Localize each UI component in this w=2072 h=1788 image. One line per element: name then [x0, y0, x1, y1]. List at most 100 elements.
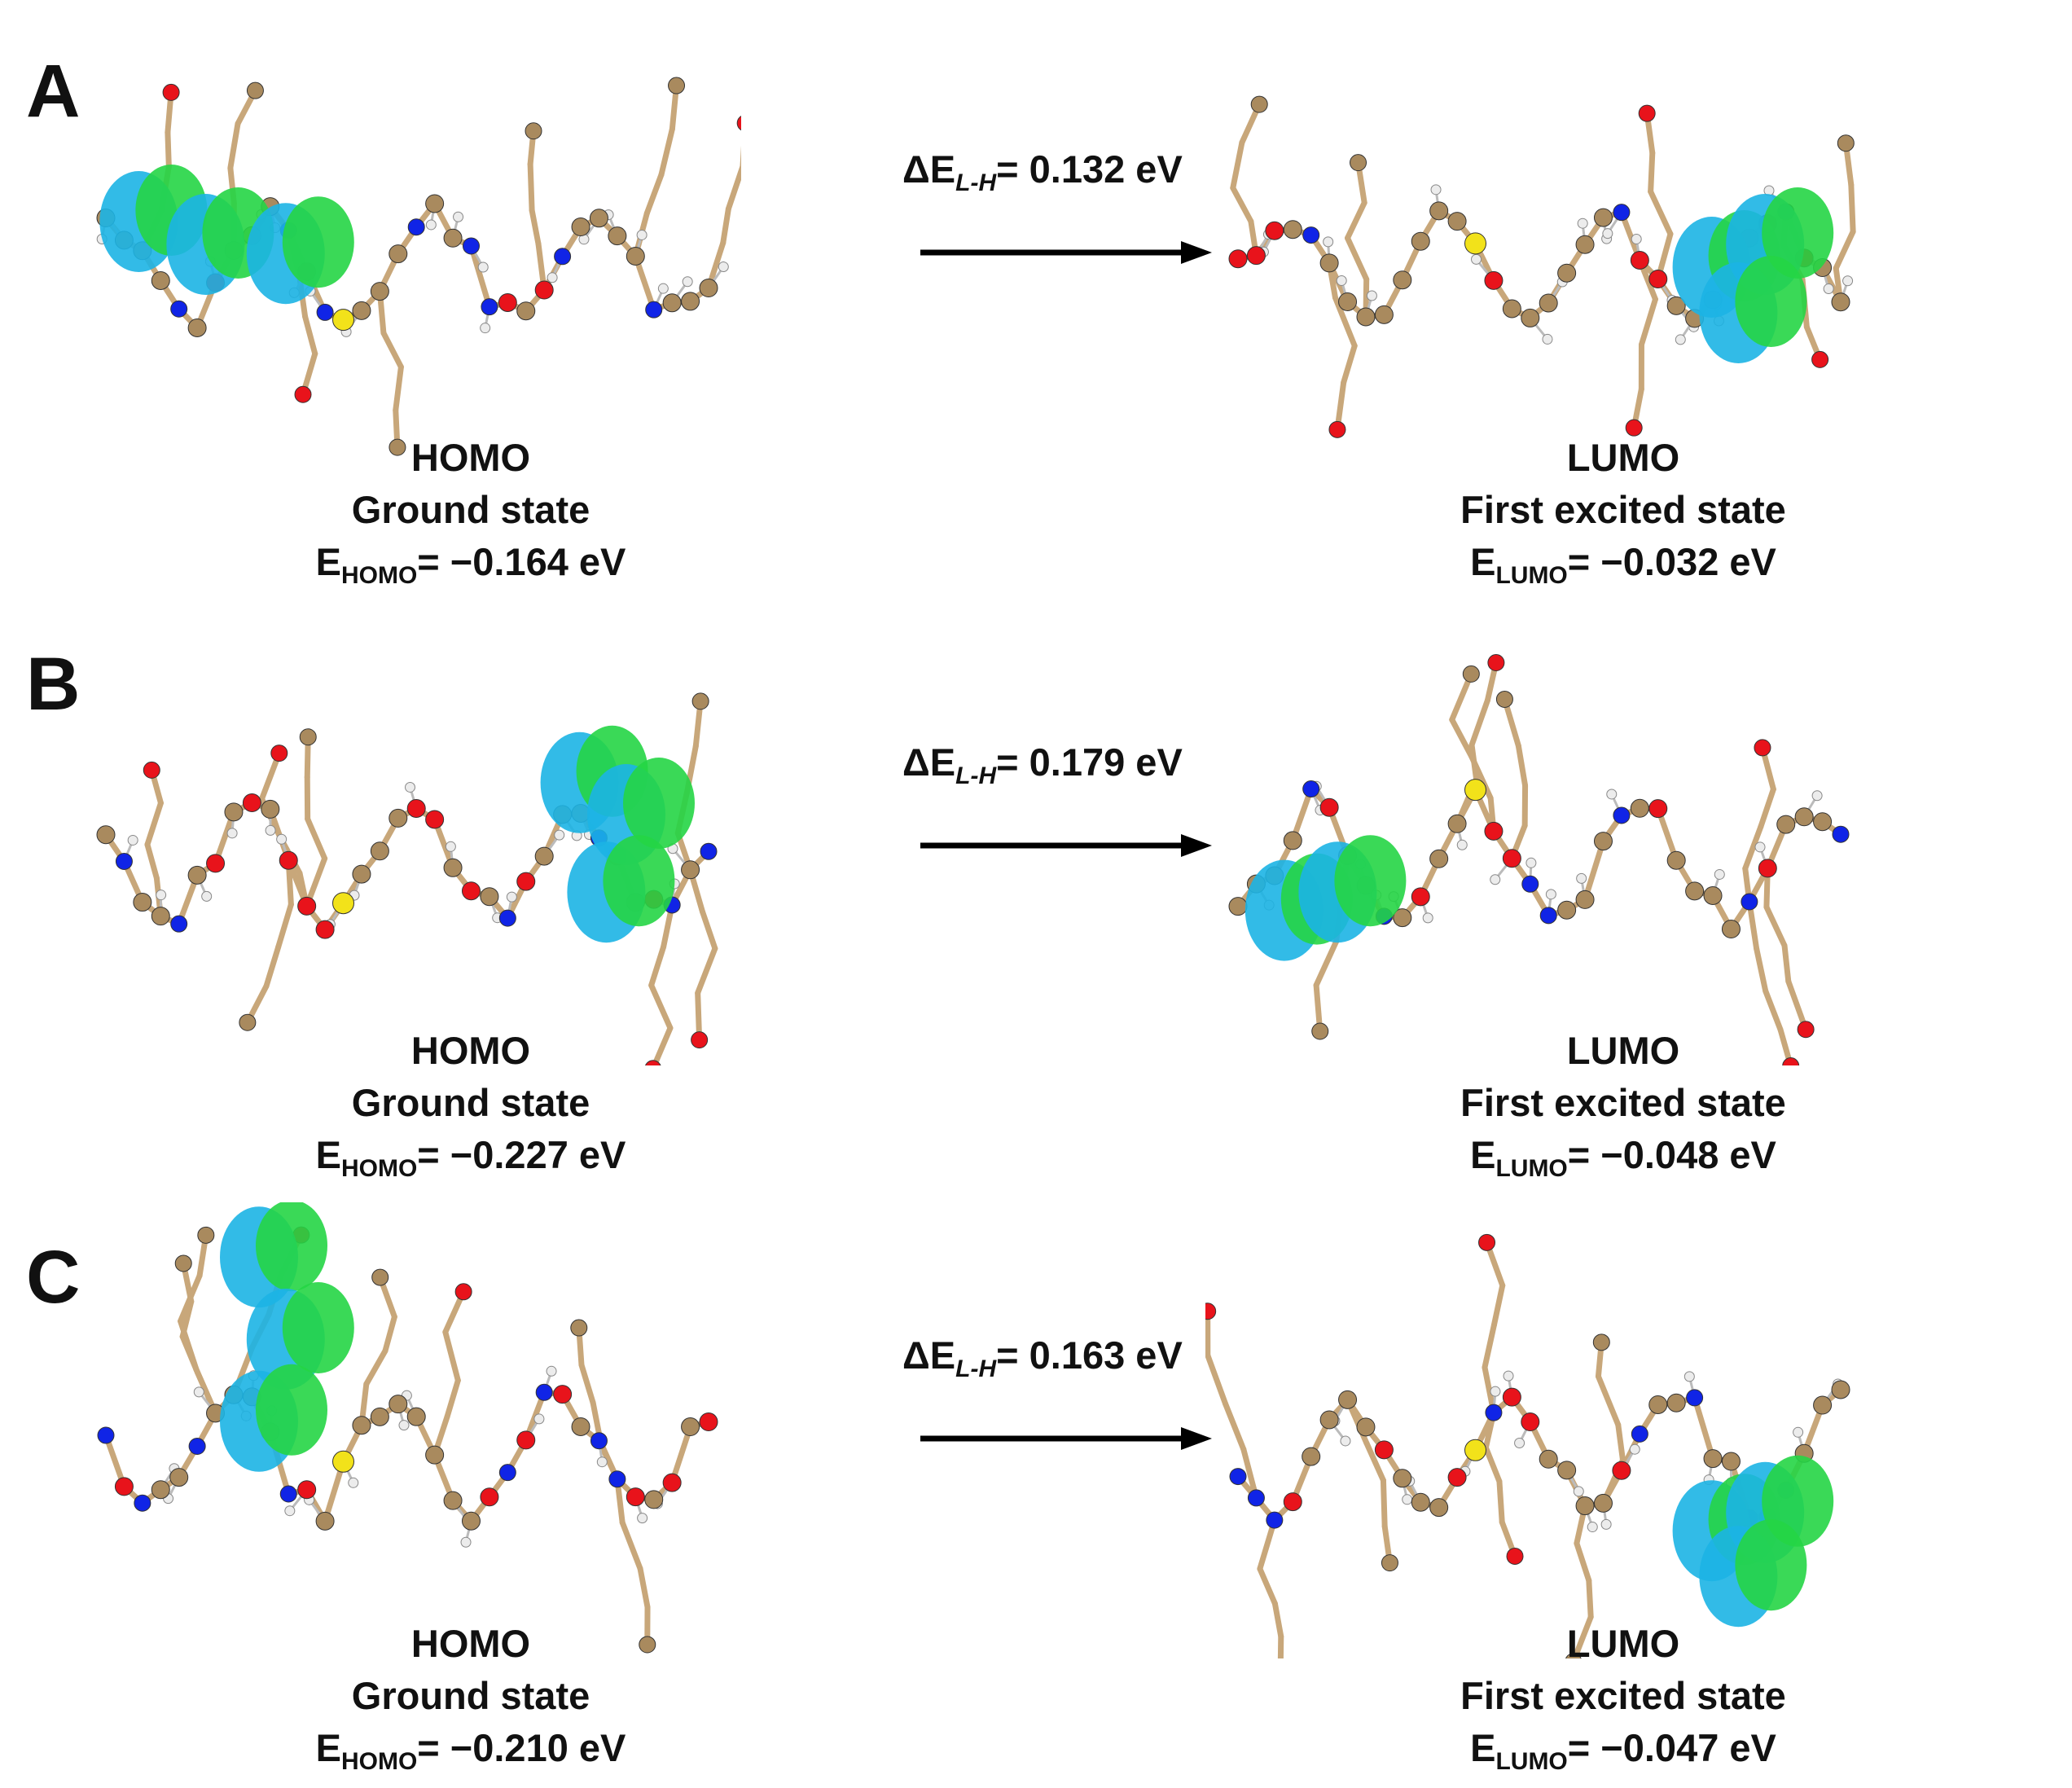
bond: [308, 819, 325, 859]
hydrogen-atom: [128, 835, 138, 845]
oxygen-atom: [663, 1474, 681, 1491]
hydrogen-atom: [1403, 1495, 1412, 1505]
bond: [1485, 1325, 1494, 1368]
carbon-atom: [151, 1481, 169, 1499]
gap-value: = 0.163 eV: [996, 1333, 1183, 1377]
energy-symbol: E: [1470, 1133, 1495, 1176]
gap-subscript: L-H: [955, 762, 996, 789]
oxygen-atom: [298, 897, 316, 915]
energy-label: EHOMO= −0.227 eV: [186, 1129, 756, 1195]
hydrogen-atom: [597, 1457, 607, 1467]
side-chain-atom: [247, 82, 263, 99]
hydrogen-atom: [285, 1506, 295, 1516]
carbon-atom: [572, 1417, 590, 1435]
bond: [1233, 188, 1251, 222]
carbon-atom: [1722, 920, 1740, 938]
state-label: First excited state: [1338, 1670, 1908, 1722]
hydrogen-atom: [1587, 1522, 1597, 1532]
bond: [661, 129, 672, 174]
bond: [230, 124, 238, 168]
carbon-atom: [1357, 308, 1375, 326]
carbon-atom: [371, 842, 388, 860]
hydrogen-atom: [454, 212, 463, 222]
carbon-atom: [1814, 1396, 1832, 1414]
hydrogen-atom: [1607, 789, 1617, 799]
hydrogen-atom: [202, 891, 212, 901]
transition-arrow: [920, 1422, 1214, 1459]
carbon-atom: [444, 859, 462, 876]
oxygen-atom: [279, 851, 297, 869]
hydrogen-atom: [534, 1414, 544, 1424]
nitrogen-atom: [646, 301, 662, 318]
nitrogen-atom: [1613, 204, 1630, 221]
carbon-atom: [389, 1395, 407, 1413]
panel-letter: A: [26, 49, 80, 134]
hydrogen-atom: [399, 1421, 409, 1430]
bond: [367, 1351, 385, 1384]
bond: [1784, 946, 1789, 982]
nitrogen-atom: [116, 853, 132, 869]
oxygen-atom: [1631, 251, 1648, 269]
carbon-atom: [188, 866, 206, 884]
bond: [703, 912, 715, 948]
oxygen-atom: [1320, 798, 1338, 816]
bond: [1494, 1285, 1502, 1325]
homo-molecule-render: [73, 16, 741, 472]
bond: [471, 246, 489, 307]
side-chain-atom: [143, 762, 160, 778]
oxygen-atom: [1503, 850, 1521, 868]
carbon-atom: [481, 888, 498, 906]
bond: [1472, 701, 1487, 745]
carbon-atom: [1521, 309, 1539, 327]
energy-label: ELUMO= −0.032 eV: [1338, 536, 1908, 602]
panel-letter: B: [26, 642, 80, 727]
carbon-atom: [1631, 799, 1648, 817]
hydrogen-atom: [637, 230, 647, 239]
hydrogen-atom: [1843, 276, 1853, 286]
gap-symbol: ΔE: [902, 147, 955, 191]
side-chain-atom: [1463, 666, 1479, 682]
carbon-atom: [1649, 1395, 1667, 1413]
oxygen-atom: [462, 882, 480, 900]
hydrogen-atom: [1504, 1371, 1513, 1381]
side-chain-atom: [271, 745, 288, 762]
oxygen-atom: [426, 811, 444, 828]
energy-symbol: E: [1470, 1726, 1495, 1769]
nitrogen-atom: [1540, 907, 1556, 924]
side-chain-atom: [692, 693, 709, 709]
oxygen-atom: [1411, 888, 1429, 906]
side-chain-atom: [295, 386, 311, 402]
hydrogen-atom: [658, 283, 668, 293]
hydrogen-atom: [1472, 254, 1482, 264]
sulfur-atom: [1465, 1439, 1486, 1461]
oxygen-atom: [1448, 1469, 1466, 1487]
bond: [1225, 1404, 1243, 1449]
carbon-atom: [517, 302, 535, 320]
hydrogen-atom: [1543, 334, 1552, 344]
nitrogen-atom: [1833, 826, 1849, 842]
carbon-atom: [1394, 271, 1411, 289]
nitrogen-atom: [1631, 1426, 1648, 1442]
hydrogen-atom: [1793, 1427, 1803, 1437]
bond: [147, 845, 156, 878]
oxygen-atom: [1758, 859, 1776, 877]
bond: [1577, 1544, 1589, 1581]
nitrogen-atom: [1687, 1390, 1703, 1406]
nitrogen-atom: [499, 1465, 516, 1481]
arrow-icon: [920, 236, 1214, 269]
hydrogen-atom: [194, 1387, 204, 1397]
nitrogen-atom: [280, 1486, 296, 1502]
orbital-lobe-positive: [256, 1202, 327, 1291]
energy-subscript: LUMO: [1495, 1155, 1567, 1182]
carbon-atom: [1722, 1452, 1740, 1470]
oxygen-atom: [243, 793, 261, 811]
energy-symbol: E: [316, 1133, 341, 1176]
orbital-lobe-positive: [603, 835, 674, 926]
hydrogen-atom: [1546, 890, 1556, 899]
nitrogen-atom: [189, 1438, 205, 1454]
bond: [1518, 745, 1525, 785]
carbon-atom: [1704, 886, 1722, 904]
hydrogen-atom: [507, 892, 516, 902]
